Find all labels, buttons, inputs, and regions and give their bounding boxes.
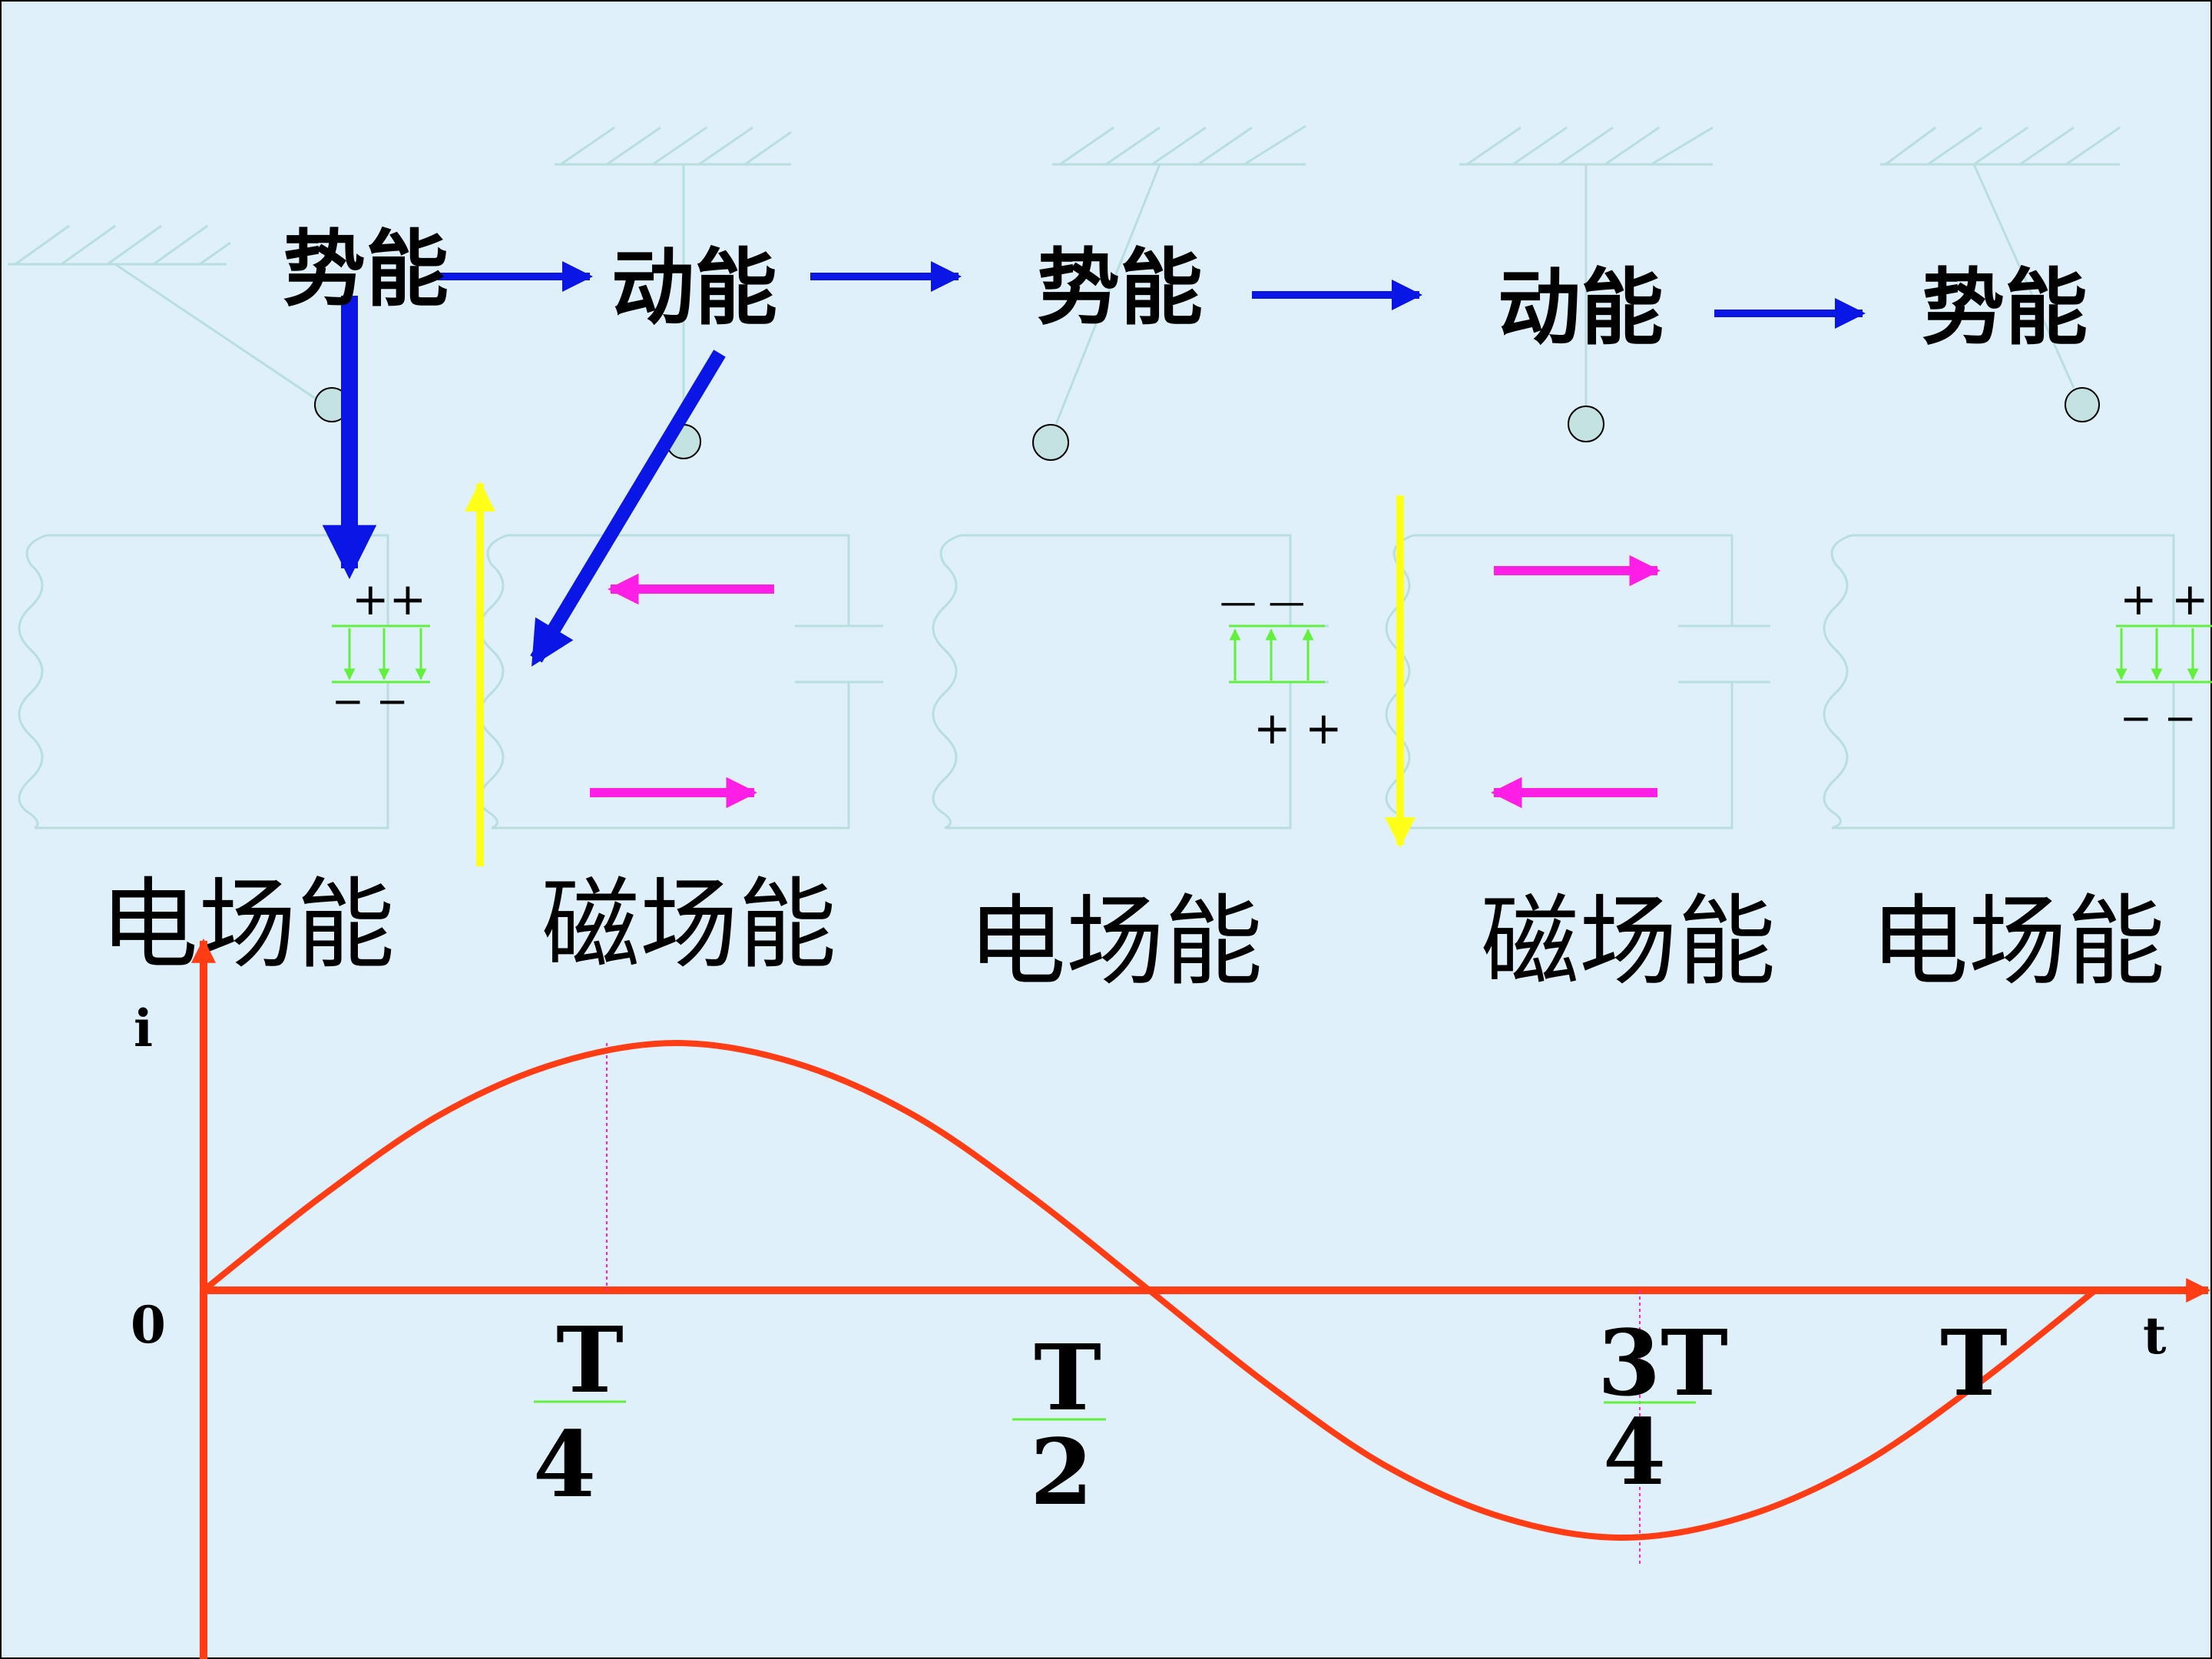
tick-numerator: 3T: [1598, 1310, 1728, 1416]
field-labels: 电场能 磁场能 电场能 磁场能 电场能: [100, 868, 2165, 999]
origin-label: 0: [131, 1295, 166, 1355]
tick-label: T: [1940, 1310, 2008, 1416]
capacitor-field-3: [1229, 624, 1325, 684]
energy-label-2: 动能: [611, 240, 777, 336]
current-curve: [201, 1039, 2098, 1541]
pendulum-2: [555, 126, 792, 459]
charge-c1-top: ++: [352, 573, 426, 625]
field-label-1: 电场能: [100, 868, 395, 982]
energy-label-4: 动能: [1498, 260, 1664, 356]
field-label-5: 电场能: [1870, 885, 2165, 999]
charge-c1-bottom: − −: [332, 679, 409, 724]
energy-arrow-down-2: [530, 349, 726, 667]
capacitor-field-1: [332, 624, 430, 684]
pendulum-bob-4: [1568, 406, 1604, 442]
tick-t-over-4: T 4: [533, 1306, 626, 1518]
energy-labels: 势能 动能 势能 动能 势能: [283, 222, 2088, 356]
charge-c3-bottom: + +: [1253, 702, 1343, 754]
tick-t-over-2: T 2: [1012, 1324, 1106, 1525]
pendulum-5: [1880, 126, 2121, 422]
charge-c5-top: + +: [2120, 573, 2209, 625]
tick-denominator: 4: [533, 1411, 596, 1518]
tick-numerator: T: [556, 1306, 624, 1413]
pendulum-bob-3: [1032, 424, 1069, 461]
charge-c5-bottom: − −: [2120, 696, 2197, 740]
pendulum-4: [1459, 126, 1714, 442]
x-axis-label: t: [2143, 1306, 2167, 1366]
field-label-2: 磁场能: [541, 868, 836, 982]
tick-denominator: 2: [1030, 1419, 1093, 1525]
tick-numerator: T: [1034, 1324, 1101, 1431]
field-label-3: 电场能: [968, 885, 1263, 999]
charge-c3-top: — —: [1220, 581, 1305, 624]
energy-label-3: 势能: [1037, 240, 1203, 336]
field-label-4: 磁场能: [1481, 885, 1776, 999]
tick-t: T: [1940, 1310, 2008, 1416]
pendulum-3: [1032, 124, 1306, 461]
tick-3t-over-4: 3T 4: [1598, 1310, 1728, 1505]
pendulum-bob-5: [2065, 387, 2100, 422]
y-axis-label: i: [134, 998, 153, 1058]
current-graph: i t 0 T 4 T 2 3T 4 T: [131, 938, 2211, 1659]
tick-denominator: 4: [1603, 1399, 1666, 1505]
energy-label-5: 势能: [1922, 260, 2088, 356]
energy-label-1: 势能: [283, 222, 449, 318]
capacitor-field-5: [2115, 624, 2212, 684]
